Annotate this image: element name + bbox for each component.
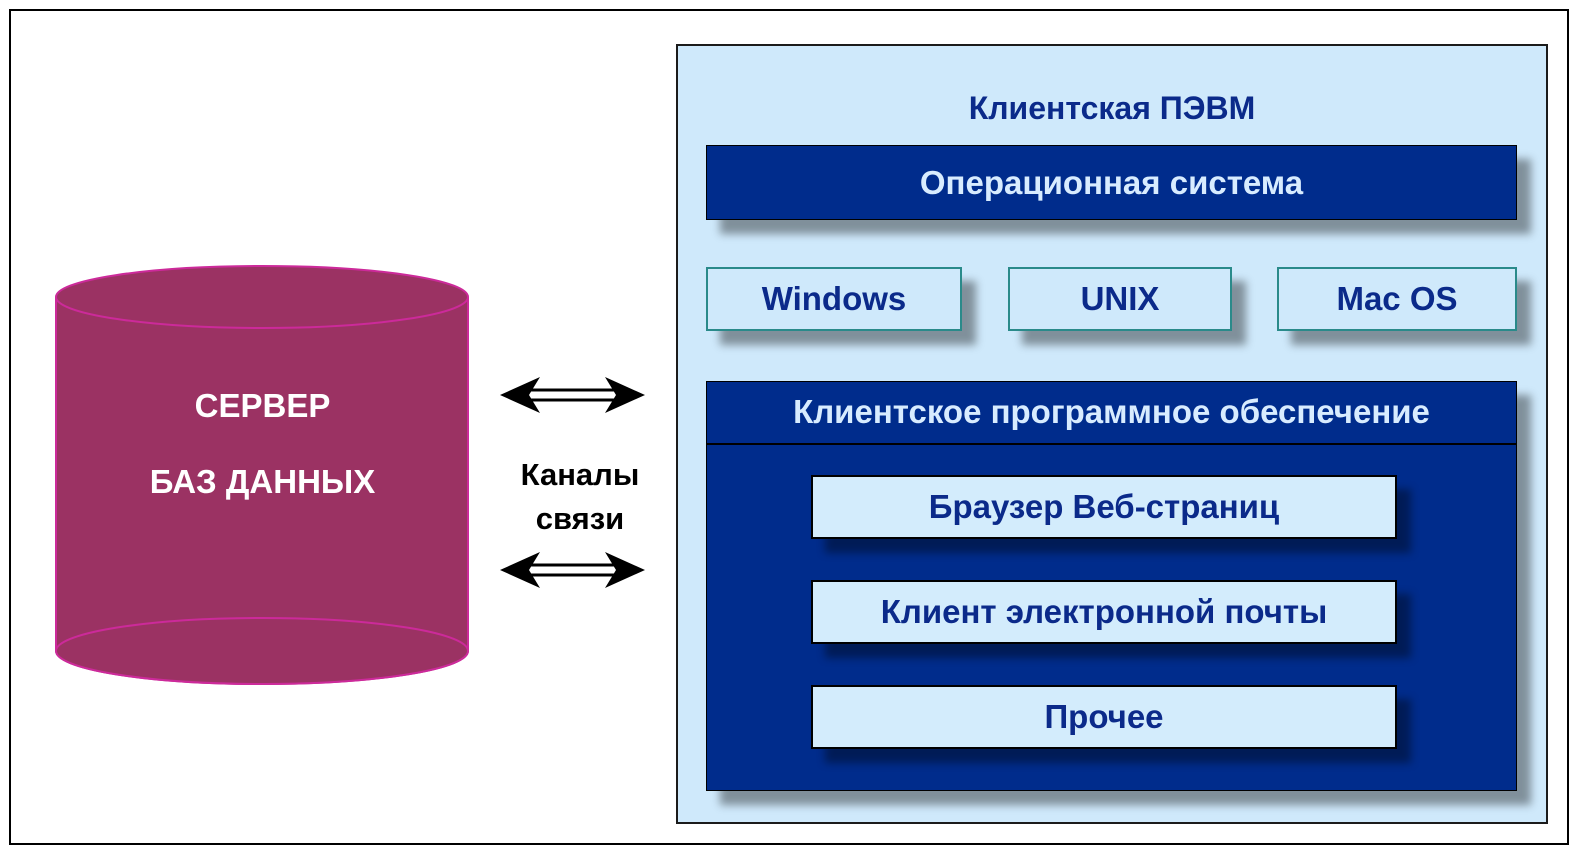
channels-label-line2: связи: [535, 501, 625, 536]
diagram-frame: [9, 9, 1569, 845]
app-email-client-box: Клиент электронной почты: [811, 580, 1397, 644]
os-title-bar: Операционная система: [706, 145, 1517, 220]
database-cylinder-icon: [55, 265, 469, 685]
server-label-line1: СЕРВЕР: [194, 387, 331, 424]
client-software-title: Клиентское программное обеспечение: [706, 381, 1517, 445]
client-pc-title: Клиентская ПЭВМ: [968, 89, 1256, 126]
double-arrow-icon: [500, 552, 645, 588]
app-browser-box: Браузер Веб-страниц: [811, 475, 1397, 539]
channels-label-line1: Каналы: [520, 457, 640, 492]
server-label-line2: БАЗ ДАННЫХ: [149, 463, 376, 500]
double-arrow-icon: [500, 377, 645, 413]
app-other-box: Прочее: [811, 685, 1397, 749]
os-macos-box: Mac OS: [1277, 267, 1517, 331]
os-windows-box: Windows: [706, 267, 962, 331]
os-unix-box: UNIX: [1008, 267, 1232, 331]
channels-label: Каналы связи: [490, 452, 670, 542]
